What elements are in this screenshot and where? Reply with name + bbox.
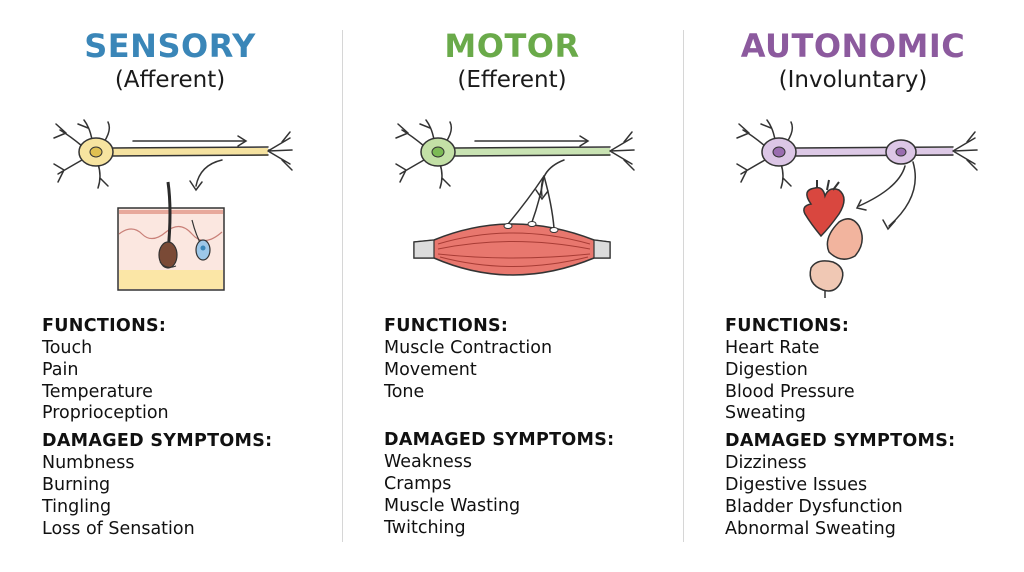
symptoms-heading: DAMAGED SYMPTOMS: xyxy=(384,430,615,451)
motor-text: FUNCTIONS: Muscle Contraction Movement T… xyxy=(384,314,674,540)
autonomic-subtitle: (Involuntary) xyxy=(778,67,928,93)
autonomic-title: AUTONOMIC xyxy=(740,27,966,65)
autonomic-neuron-icon xyxy=(736,119,978,231)
functions-heading: FUNCTIONS: xyxy=(725,316,850,336)
symptom-item: Weakness xyxy=(384,452,472,473)
sensory-subtitle: (Afferent) xyxy=(114,67,226,93)
function-item: Temperature xyxy=(42,381,153,402)
skin-receptor-icon xyxy=(117,181,225,291)
function-item: Tone xyxy=(384,381,425,402)
function-item: Digestion xyxy=(725,359,808,380)
symptoms-heading: DAMAGED SYMPTOMS: xyxy=(725,431,956,452)
heart-icon xyxy=(803,179,845,238)
autonomic-text: FUNCTIONS: Heart Rate Digestion Blood Pr… xyxy=(725,314,1015,540)
muscle-icon xyxy=(413,221,611,276)
column-divider xyxy=(683,30,684,542)
function-item: Blood Pressure xyxy=(725,381,855,402)
symptom-item: Numbness xyxy=(42,453,135,474)
motor-column: MOTOR (Efferent) xyxy=(342,0,682,572)
symptom-item: Digestive Issues xyxy=(725,474,868,495)
symptom-item: Twitching xyxy=(384,517,466,538)
function-item: Heart Rate xyxy=(725,338,820,358)
functions-heading: FUNCTIONS: xyxy=(42,316,167,336)
sensory-neuron-icon xyxy=(53,119,293,192)
symptom-item: Cramps xyxy=(384,474,452,495)
sensory-title: SENSORY xyxy=(84,27,256,65)
stomach-icon xyxy=(826,218,863,260)
symptoms-heading: DAMAGED SYMPTOMS: xyxy=(42,431,273,452)
motor-illustration xyxy=(395,119,635,276)
function-item: Proprioception xyxy=(42,403,169,424)
sensory-illustration xyxy=(53,119,293,291)
symptom-item: Dizziness xyxy=(725,453,807,474)
symptom-item: Tingling xyxy=(42,496,112,517)
function-item: Movement xyxy=(384,359,477,380)
sensory-column: SENSORY (Afferent) xyxy=(0,0,340,572)
motor-subtitle: (Efferent) xyxy=(457,67,567,93)
motor-title: MOTOR xyxy=(444,27,580,65)
bladder-icon xyxy=(809,260,844,298)
function-item: Sweating xyxy=(725,403,806,424)
column-divider xyxy=(342,30,343,542)
autonomic-illustration xyxy=(736,119,978,298)
symptom-item: Muscle Wasting xyxy=(384,495,521,516)
functions-heading: FUNCTIONS: xyxy=(384,316,509,336)
function-item: Pain xyxy=(42,359,79,380)
symptom-item: Bladder Dysfunction xyxy=(725,496,903,517)
autonomic-column: AUTONOMIC (Involuntary) xyxy=(683,0,1023,572)
sensory-text: FUNCTIONS: Touch Pain Temperature Propri… xyxy=(42,314,332,540)
function-item: Muscle Contraction xyxy=(384,338,553,358)
motor-neuron-icon xyxy=(395,119,635,229)
symptom-item: Loss of Sensation xyxy=(42,518,195,539)
function-item: Touch xyxy=(42,338,93,358)
symptom-item: Abnormal Sweating xyxy=(725,518,896,539)
symptom-item: Burning xyxy=(42,474,111,495)
